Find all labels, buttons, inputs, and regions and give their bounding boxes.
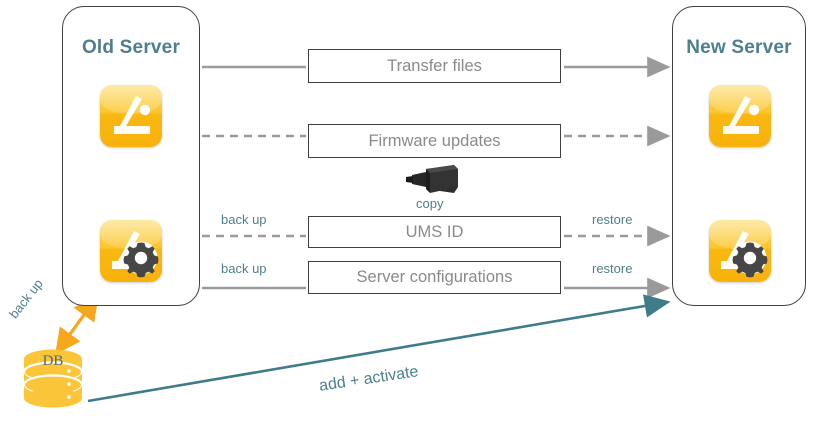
ums-console-icon	[100, 85, 162, 147]
ums-settings-icon	[709, 220, 771, 282]
new-server-title: New Server	[686, 37, 792, 58]
label-back-up-ums-id: back up	[221, 212, 267, 227]
label-restore-server-configurations: restore	[592, 261, 633, 276]
flow-box-server-configurations[interactable]: Server configurations	[308, 261, 561, 294]
ums-console-icon	[709, 85, 771, 147]
label-back-up-server-configurations: back up	[221, 261, 267, 276]
ums-settings-icon	[100, 220, 162, 282]
label-restore-ums-id: restore	[592, 212, 633, 227]
flow-box-firmware-updates[interactable]: Firmware updates	[308, 124, 561, 158]
gear-icon	[123, 241, 159, 278]
usb-stick-icon	[404, 163, 460, 202]
label-db-back-up: back up	[6, 276, 46, 322]
database-icon	[22, 348, 84, 415]
old-server-title: Old Server	[81, 37, 181, 58]
gear-icon	[732, 241, 768, 278]
usb-copy-label: copy	[416, 196, 444, 211]
flow-box-ums-id[interactable]: UMS ID	[308, 216, 561, 248]
label-add-activate: add + activate	[318, 363, 420, 395]
flow-box-transfer-files[interactable]: Transfer files	[308, 49, 561, 83]
